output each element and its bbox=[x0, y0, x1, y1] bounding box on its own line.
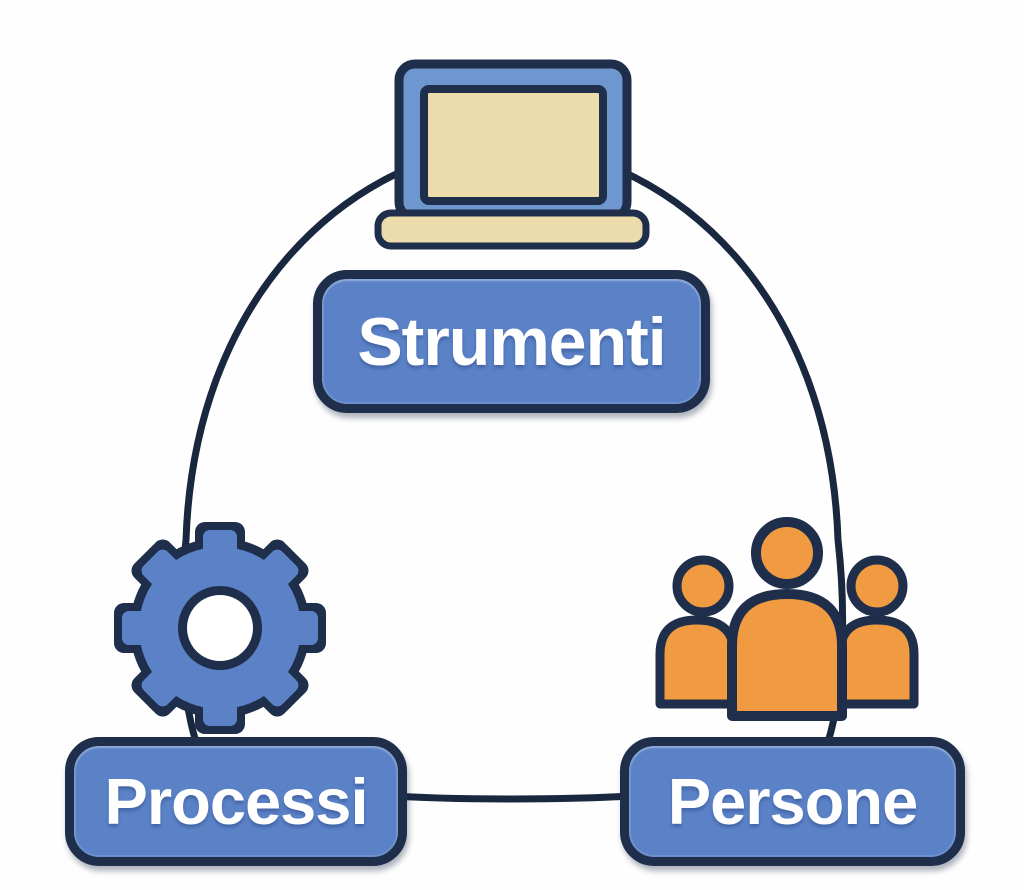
connector-circle bbox=[177, 139, 847, 803]
node-strumenti: Strumenti bbox=[313, 270, 710, 413]
node-processi: Processi bbox=[65, 737, 407, 866]
node-persone: Persone bbox=[620, 737, 965, 866]
people-icon bbox=[655, 517, 919, 721]
node-processi-label: Processi bbox=[104, 765, 368, 838]
laptop-icon bbox=[374, 59, 650, 250]
gear-icon bbox=[114, 522, 326, 734]
node-strumenti-label: Strumenti bbox=[357, 303, 666, 380]
node-persone-label: Persone bbox=[667, 765, 919, 838]
